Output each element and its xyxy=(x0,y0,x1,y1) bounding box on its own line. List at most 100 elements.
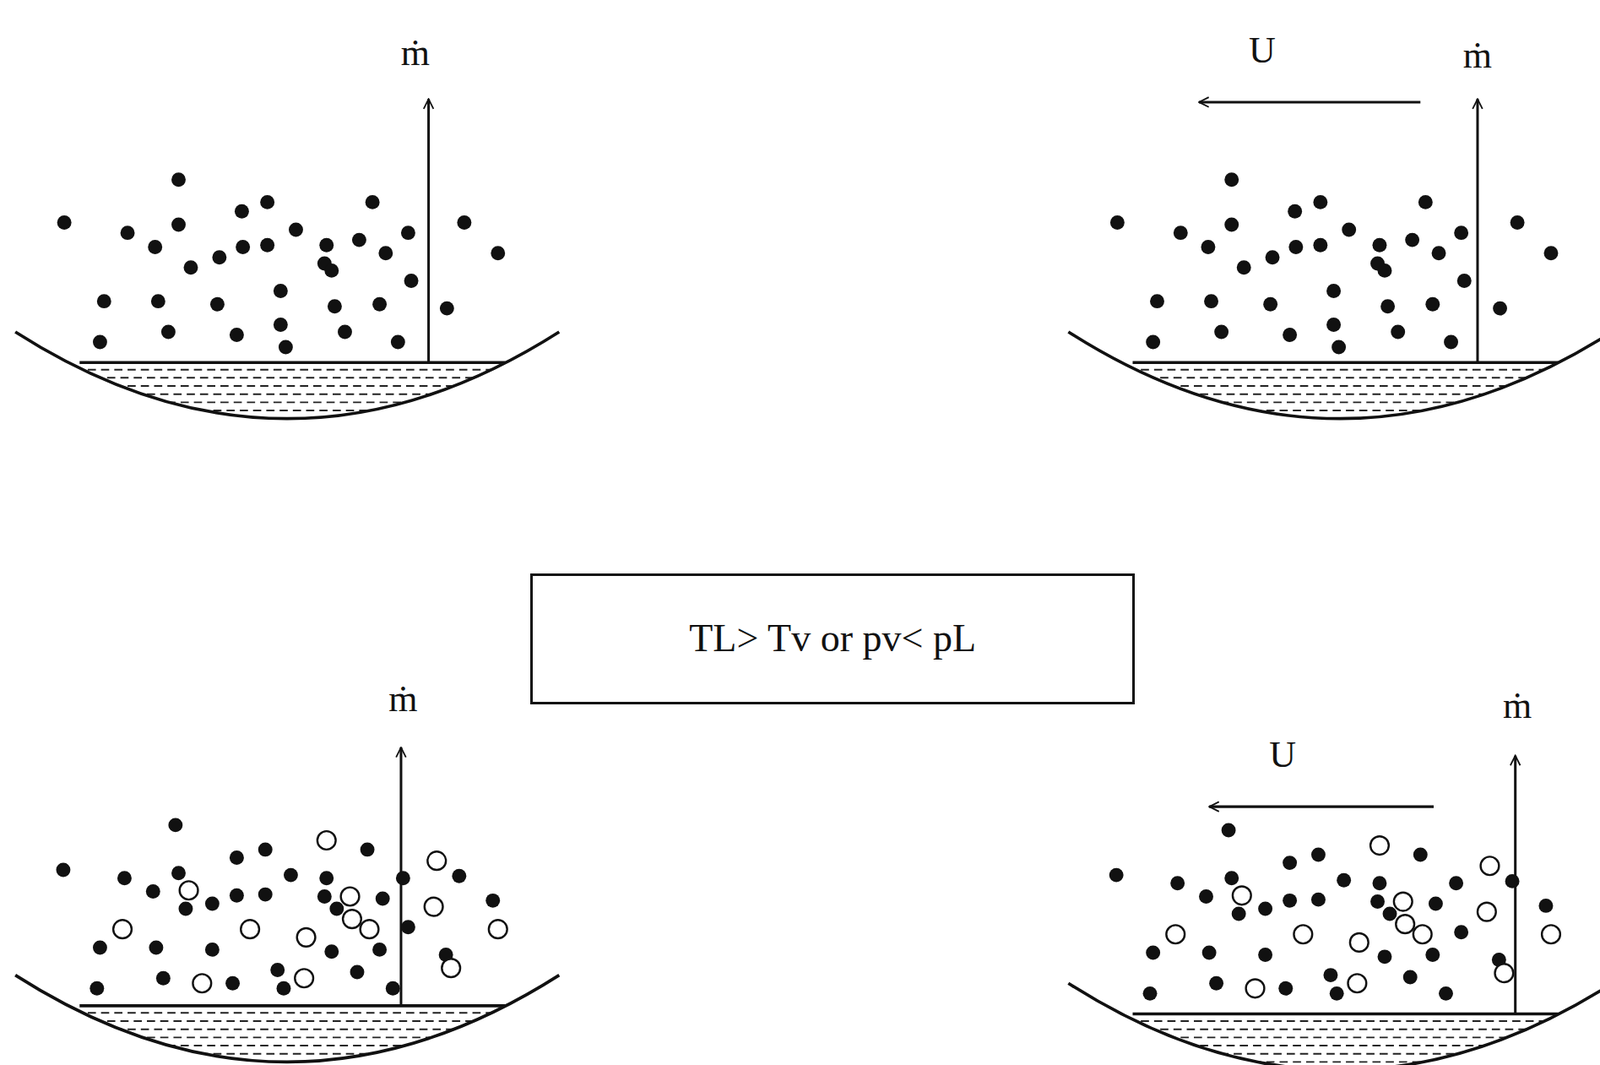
vapor-molecule xyxy=(1403,970,1418,985)
vapor-molecule xyxy=(1312,195,1328,210)
vapor-molecule xyxy=(1443,335,1459,350)
droplet-panel xyxy=(1068,98,1600,418)
vapor-molecule xyxy=(490,245,505,261)
liquid-hatching xyxy=(1114,1020,1574,1065)
vapor-molecule xyxy=(365,195,380,210)
vapor-molecule xyxy=(401,919,416,934)
vapor-molecule xyxy=(178,901,193,917)
vapor-molecule xyxy=(324,263,339,278)
mass-flux-label: ṁ xyxy=(1463,37,1492,75)
gas-molecule xyxy=(488,919,508,939)
vapor-molecule xyxy=(1425,297,1440,312)
vapor-molecule xyxy=(1336,873,1351,888)
vapor-molecule xyxy=(1341,222,1356,238)
gas-molecule xyxy=(1393,892,1413,912)
vapor-molecule xyxy=(1282,855,1297,870)
gas-molecule xyxy=(294,968,314,988)
vapor-molecule xyxy=(229,850,245,865)
vapor-molecule xyxy=(171,172,186,187)
vapor-molecule xyxy=(350,965,365,980)
vapor-molecule xyxy=(55,862,71,878)
velocity-arrow xyxy=(1198,100,1421,104)
vapor-molecule xyxy=(211,249,227,265)
vapor-molecule xyxy=(404,273,419,288)
vapor-molecule xyxy=(1418,195,1433,210)
gas-molecule xyxy=(317,830,337,850)
vapor-molecule xyxy=(327,298,342,314)
vapor-molecule xyxy=(1202,945,1217,960)
gas-molecule xyxy=(1495,963,1514,982)
vapor-molecule xyxy=(1448,875,1464,890)
droplet-panel xyxy=(1068,755,1600,1065)
vapor-molecule xyxy=(1265,249,1280,265)
vapor-molecule xyxy=(456,215,472,230)
vapor-molecule xyxy=(1438,986,1454,1001)
vapor-molecule xyxy=(1370,894,1385,909)
condition-text: TL> Tv or pv< pL xyxy=(688,617,977,661)
vapor-molecule xyxy=(337,324,353,339)
vapor-molecule xyxy=(1145,945,1161,960)
vapor-molecule xyxy=(1428,896,1443,912)
vapor-molecule xyxy=(184,260,199,275)
vapor-molecule xyxy=(1505,873,1520,889)
vapor-molecule xyxy=(1214,324,1229,339)
gas-molecule xyxy=(192,973,212,993)
gas-molecule xyxy=(179,880,199,900)
vapor-molecule xyxy=(1204,293,1219,309)
gas-molecule xyxy=(427,851,446,870)
vapor-molecule xyxy=(205,896,220,912)
vapor-molecule xyxy=(229,888,245,903)
mass-flux-label: ṁ xyxy=(388,680,418,718)
vapor-molecule xyxy=(120,225,136,240)
vapor-molecule xyxy=(97,293,112,309)
vapor-molecule xyxy=(278,340,293,355)
vapor-molecule xyxy=(1109,867,1124,883)
vapor-molecule xyxy=(324,943,339,959)
vapor-molecule xyxy=(151,293,166,309)
vapor-molecule xyxy=(1278,981,1293,996)
vapor-molecule xyxy=(1323,967,1338,982)
vapor-molecule xyxy=(258,841,273,857)
vapor-molecule xyxy=(1312,238,1328,253)
vapor-molecule xyxy=(1282,893,1297,908)
gas-molecule xyxy=(297,927,316,947)
vapor-molecule xyxy=(225,976,240,991)
gas-molecule xyxy=(1370,835,1389,855)
gas-molecule xyxy=(240,919,260,939)
vapor-molecule xyxy=(390,335,406,350)
vapor-molecule xyxy=(1258,947,1273,962)
gas-molecule xyxy=(1246,978,1265,998)
vapor-molecule xyxy=(360,841,375,857)
gas-molecule xyxy=(1350,932,1369,952)
vapor-molecule xyxy=(1110,215,1125,230)
mass-flux-label: ṁ xyxy=(1502,687,1532,725)
gas-molecule xyxy=(1347,973,1367,993)
vapor-molecule xyxy=(1200,239,1215,255)
vapor-molecule xyxy=(205,942,220,957)
liquid-surface xyxy=(79,360,505,364)
liquid-surface xyxy=(79,1003,505,1008)
vapor-molecule xyxy=(1145,335,1161,350)
gas-molecule xyxy=(1395,914,1415,933)
vapor-molecule xyxy=(234,204,250,219)
gas-molecule xyxy=(360,919,380,939)
droplet-panel xyxy=(15,747,559,1062)
vapor-molecule xyxy=(235,239,250,255)
vapor-molecule xyxy=(1329,986,1345,1001)
velocity-label: U xyxy=(1269,736,1297,774)
vapor-molecule xyxy=(439,301,455,316)
vapor-molecule xyxy=(1173,225,1188,240)
vapor-molecule xyxy=(1377,263,1393,278)
vapor-molecule xyxy=(1221,822,1237,837)
vapor-molecule xyxy=(1538,898,1553,913)
vapor-molecule xyxy=(375,890,391,906)
vapor-molecule xyxy=(171,217,186,233)
vapor-molecule xyxy=(117,870,132,885)
vapor-molecule xyxy=(92,335,108,350)
vapor-molecule xyxy=(1510,215,1525,230)
liquid-hatching xyxy=(61,369,521,419)
vapor-molecule xyxy=(1404,233,1420,248)
gas-molecule xyxy=(1477,902,1497,922)
liquid-surface xyxy=(1132,360,1558,364)
vapor-molecule xyxy=(1326,317,1341,332)
